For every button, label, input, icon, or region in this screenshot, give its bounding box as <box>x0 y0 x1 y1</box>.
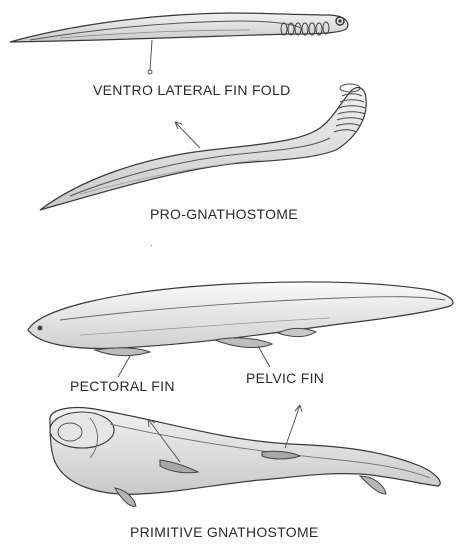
ventro-lateral-fish-drawing <box>10 13 348 74</box>
pro-gnathostome-label: PRO-GNATHOSTOME <box>150 206 298 222</box>
stray-mark: . <box>150 238 153 249</box>
paired-fin-fish-drawing <box>28 282 453 377</box>
primitive-gnathostome-drawing <box>50 405 440 506</box>
pro-gnathostome-drawing <box>40 84 366 210</box>
pelvic-fin-label: PELVIC FIN <box>246 370 324 386</box>
pectoral-fin-label: PECTORAL FIN <box>70 378 175 394</box>
ventro-lateral-fin-fold-label: VENTRO LATERAL FIN FOLD <box>93 82 291 98</box>
primitive-gnathostome-label: PRIMITIVE GNATHOSTOME <box>130 524 319 540</box>
